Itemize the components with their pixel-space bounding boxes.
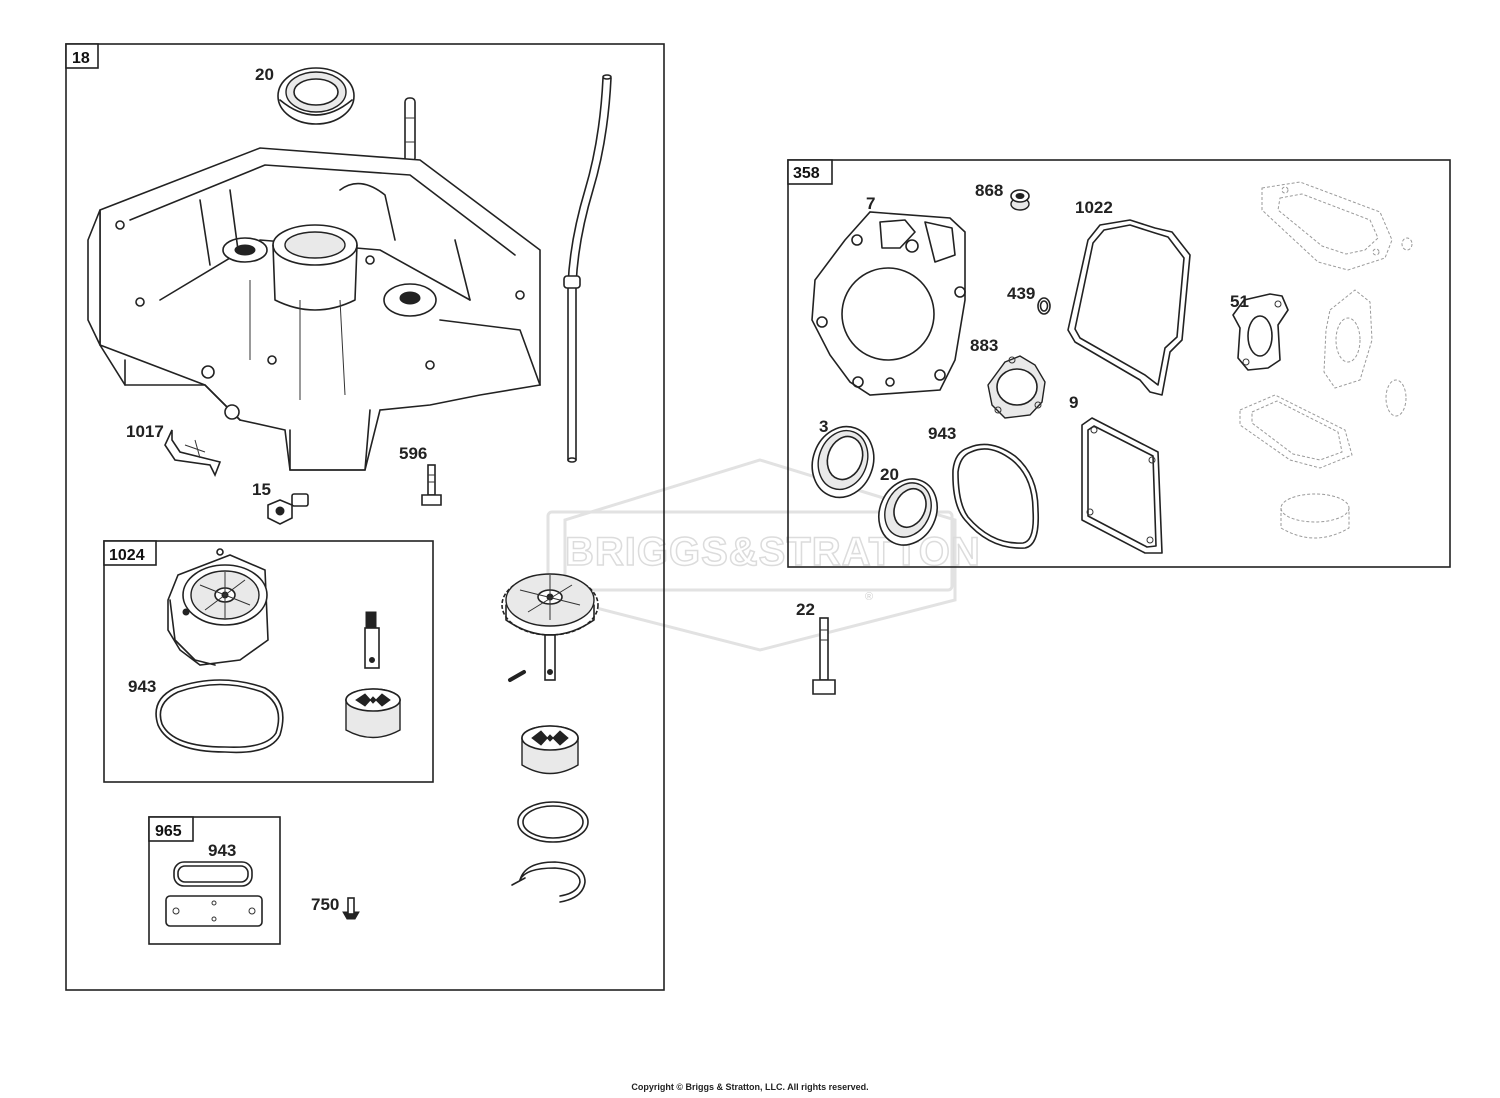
callout-943-kit[interactable]: 943 [928,424,956,443]
box-label-18: 18 [72,50,90,67]
assembly-box-1024: 1024 [103,540,434,783]
callout-20-top[interactable]: 20 [255,65,274,84]
callout-596[interactable]: 596 [399,444,427,463]
part-o-ring-943-kit[interactable] [952,443,1040,549]
part-gasket-9[interactable] [1081,417,1163,554]
callout-750[interactable]: 750 [311,895,339,914]
callout-943-965[interactable]: 943 [208,841,236,860]
part-pump-rotor[interactable] [521,725,579,775]
callout-439[interactable]: 439 [1007,284,1035,303]
part-drain-plug-15[interactable] [267,493,309,525]
part-rocker-gasket-1022[interactable] [1067,219,1191,396]
part-valve-seal-868[interactable] [1010,189,1030,211]
part-seal-20-kit[interactable] [868,469,947,554]
part-crankcase-sump[interactable] [87,147,541,471]
part-seal-20-top[interactable] [277,67,355,125]
callout-883[interactable]: 883 [970,336,998,355]
callout-7[interactable]: 7 [866,194,875,213]
assembly-box-965: 965 [148,816,281,945]
callout-9[interactable]: 9 [1069,393,1078,412]
part-clip-1017[interactable] [164,429,222,477]
box-label-358: 358 [793,165,820,182]
part-oil-pump-housing[interactable] [167,548,269,666]
callout-1022[interactable]: 1022 [1075,198,1113,217]
part-screw-750[interactable] [342,897,360,920]
part-retaining-clip[interactable] [511,861,586,903]
part-pump-gear[interactable] [501,573,599,681]
part-gasket-883[interactable] [987,355,1046,419]
part-seal-3[interactable] [802,418,883,506]
part-washer-ring[interactable] [517,801,589,843]
callout-3[interactable]: 3 [819,417,828,436]
callout-1017[interactable]: 1017 [126,422,164,441]
part-o-ring-943-965[interactable] [173,861,253,887]
copyright-notice: Copyright © Briggs & Stratton, LLC. All … [631,1082,869,1092]
box-label-965: 965 [155,823,182,840]
box-label-1024: 1024 [109,547,145,564]
assembly-box-18: 18 [65,43,665,991]
part-bolt-22[interactable] [812,617,836,695]
callout-15[interactable]: 15 [252,480,271,499]
part-dowel-pin[interactable] [404,97,416,163]
part-dipstick-tube[interactable] [563,74,612,463]
part-pump-shaft[interactable] [364,611,380,669]
part-pump-rotor-box[interactable] [345,688,401,739]
part-cover-plate[interactable] [165,895,263,927]
part-o-ring-439[interactable] [1037,297,1051,315]
part-o-ring-943-pump[interactable] [155,679,284,754]
assembly-box-358: 358 [787,159,1451,568]
callout-51[interactable]: 51 [1230,292,1249,311]
callout-943-pump[interactable]: 943 [128,677,156,696]
reference-parts-faint [1239,181,1413,539]
part-gasket-51[interactable] [1232,293,1289,371]
callout-20-kit[interactable]: 20 [880,465,899,484]
part-bolt-596[interactable] [421,464,442,506]
callout-22[interactable]: 22 [796,600,815,619]
callout-868[interactable]: 868 [975,181,1003,200]
watermark-registered-mark: ® [865,591,873,603]
part-small-pin[interactable] [508,670,526,682]
part-head-gasket-7[interactable] [811,211,966,396]
